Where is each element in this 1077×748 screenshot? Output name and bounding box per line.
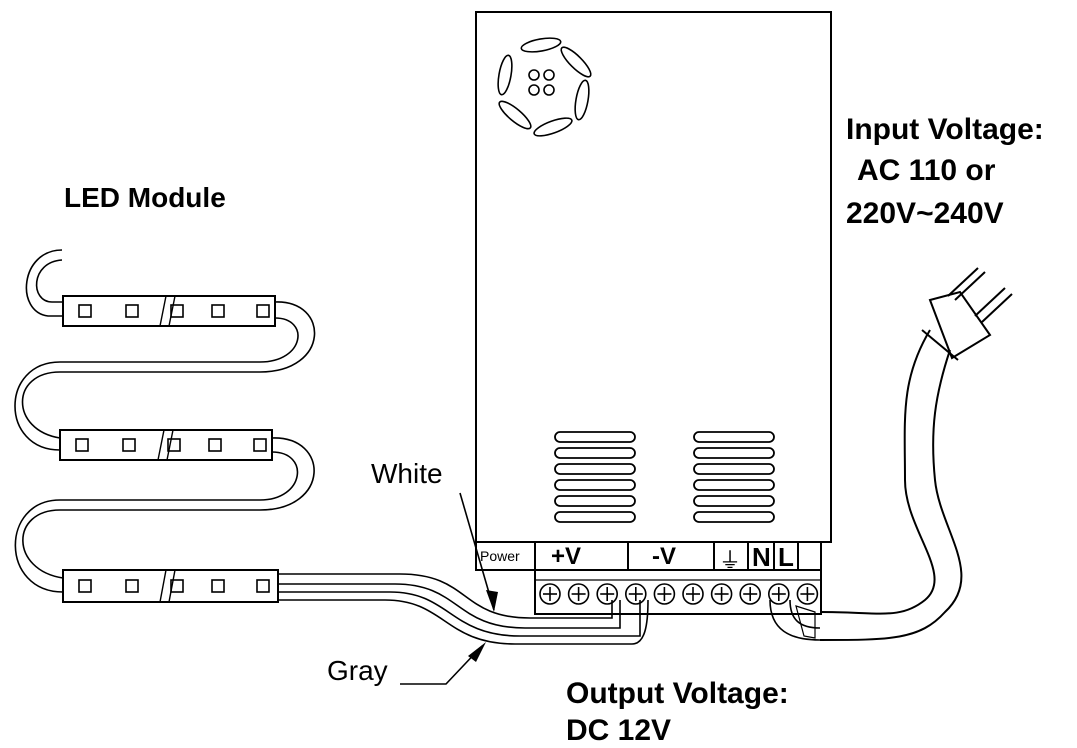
led-strip-2 [59,429,273,461]
led-chip-icon [170,304,184,318]
led-interconnect-cables [14,249,316,593]
gray-wire-label: Gray [327,655,388,686]
led-chip-icon [78,579,92,593]
led-chip-icon [256,579,270,593]
input-voltage-line3: 220V~240V [846,197,1004,230]
led-chip-icon [75,438,89,452]
live-terminal-label: L [778,542,794,572]
led-module-label: LED Module [64,182,226,213]
white-arrow-icon [486,590,498,612]
output-wires [278,573,649,645]
leader-lines [400,492,495,685]
led-chip-icon [122,438,136,452]
terminal-screw-icon [653,583,676,605]
led-chip-icon [167,438,181,452]
led-strip-1 [62,295,276,327]
terminal-screw-icon [624,583,647,605]
neutral-terminal-label: N [752,542,771,572]
led-chip-icon [211,579,225,593]
led-chip-icon [211,304,225,318]
terminal-screw-icon [710,583,733,605]
ac-input-cable [769,329,963,641]
led-chip-icon [256,304,270,318]
positive-terminal-label: +V [551,543,582,570]
led-chip-icon [125,304,139,318]
led-chip-icon [253,438,267,452]
vent-slots-right [693,431,775,523]
output-voltage-title: Output Voltage: [566,677,789,710]
terminal-screw-icon [796,583,819,605]
terminal-screw-icon [767,583,790,605]
led-chip-icon [125,579,139,593]
terminal-screw-icon [596,583,619,605]
negative-terminal-label: -V [652,543,676,570]
fan-grille-icon [497,37,592,137]
terminal-screw-icon [682,583,704,605]
gray-arrow-icon [468,642,486,662]
ground-symbol-icon: ⏚ [719,548,742,573]
led-strip-3 [62,569,279,603]
terminal-screw-icon [539,583,561,605]
power-label: Power [480,548,520,564]
white-wire-label: White [371,458,443,489]
ac-plug-icon [921,267,1013,361]
terminal-block [534,569,822,615]
led-chip-icon [170,579,184,593]
vent-slots-left [554,431,636,523]
led-chip-icon [78,304,92,318]
input-voltage-title: Input Voltage: [846,113,1044,146]
input-voltage-line2: AC 110 or [857,154,996,187]
led-chip-icon [208,438,222,452]
terminal-screw-icon [567,583,590,605]
terminal-screw-icon [739,583,762,605]
output-voltage-value: DC 12V [566,714,672,747]
